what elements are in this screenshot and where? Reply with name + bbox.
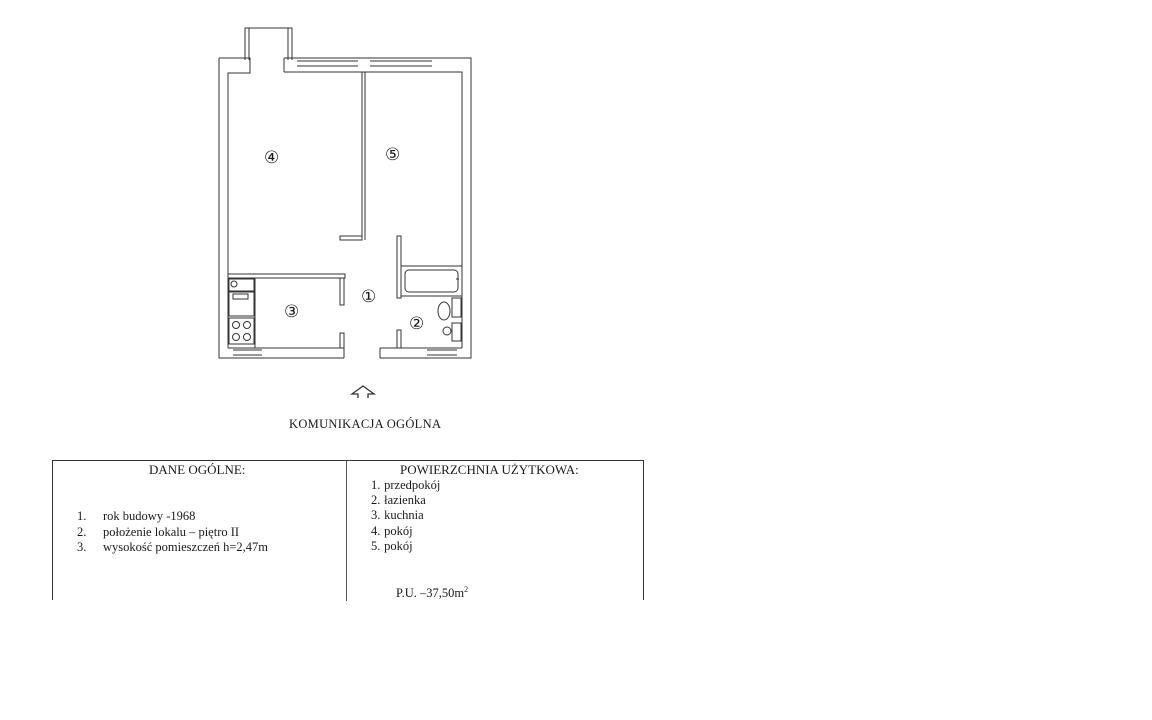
area-item-3: 3. kuchnia [371, 508, 424, 522]
balcony [244, 27, 293, 60]
stove-icon [228, 317, 255, 345]
general-data-header: DANE OGÓLNE: [149, 462, 246, 477]
general-item-2: 2.położenie lokalu – piętro II [77, 525, 240, 539]
general-item-1: 1.rok budowy -1968 [77, 509, 196, 523]
outer-walls [218, 57, 472, 359]
sink-icon [228, 278, 255, 292]
room-number-4: ④ [264, 148, 279, 167]
general-item-3: 3.wysokość pomieszczeń h=2,47m [77, 540, 269, 554]
washbasin-icon [437, 297, 462, 321]
room-number-2: ② [409, 314, 424, 333]
fridge-icon [228, 291, 255, 317]
entrance-caption: KOMUNIKACJA OGÓLNA [289, 417, 442, 431]
room-number-1: ① [361, 287, 376, 306]
area-item-5: 5. pokój [371, 539, 413, 553]
up-arrow-icon [350, 385, 376, 398]
room-number-3: ③ [284, 302, 299, 321]
bathtub-icon [400, 265, 463, 297]
area-item-4: 4. pokój [371, 524, 413, 538]
room-number-5: ⑤ [385, 145, 400, 164]
area-item-2: 2. łazienka [371, 493, 426, 507]
total-usable-area: P.U. –37,50m2 [396, 585, 469, 601]
area-item-1: 1. przedpokój [371, 478, 441, 492]
info-table: DANE OGÓLNE: 1.rok budowy -1968 2.położe… [52, 460, 644, 601]
column-divider [346, 461, 347, 601]
toilet-icon [442, 322, 462, 342]
usable-area-header: POWIERZCHNIA UŻYTKOWA: [400, 462, 579, 477]
interior-walls [228, 72, 402, 349]
